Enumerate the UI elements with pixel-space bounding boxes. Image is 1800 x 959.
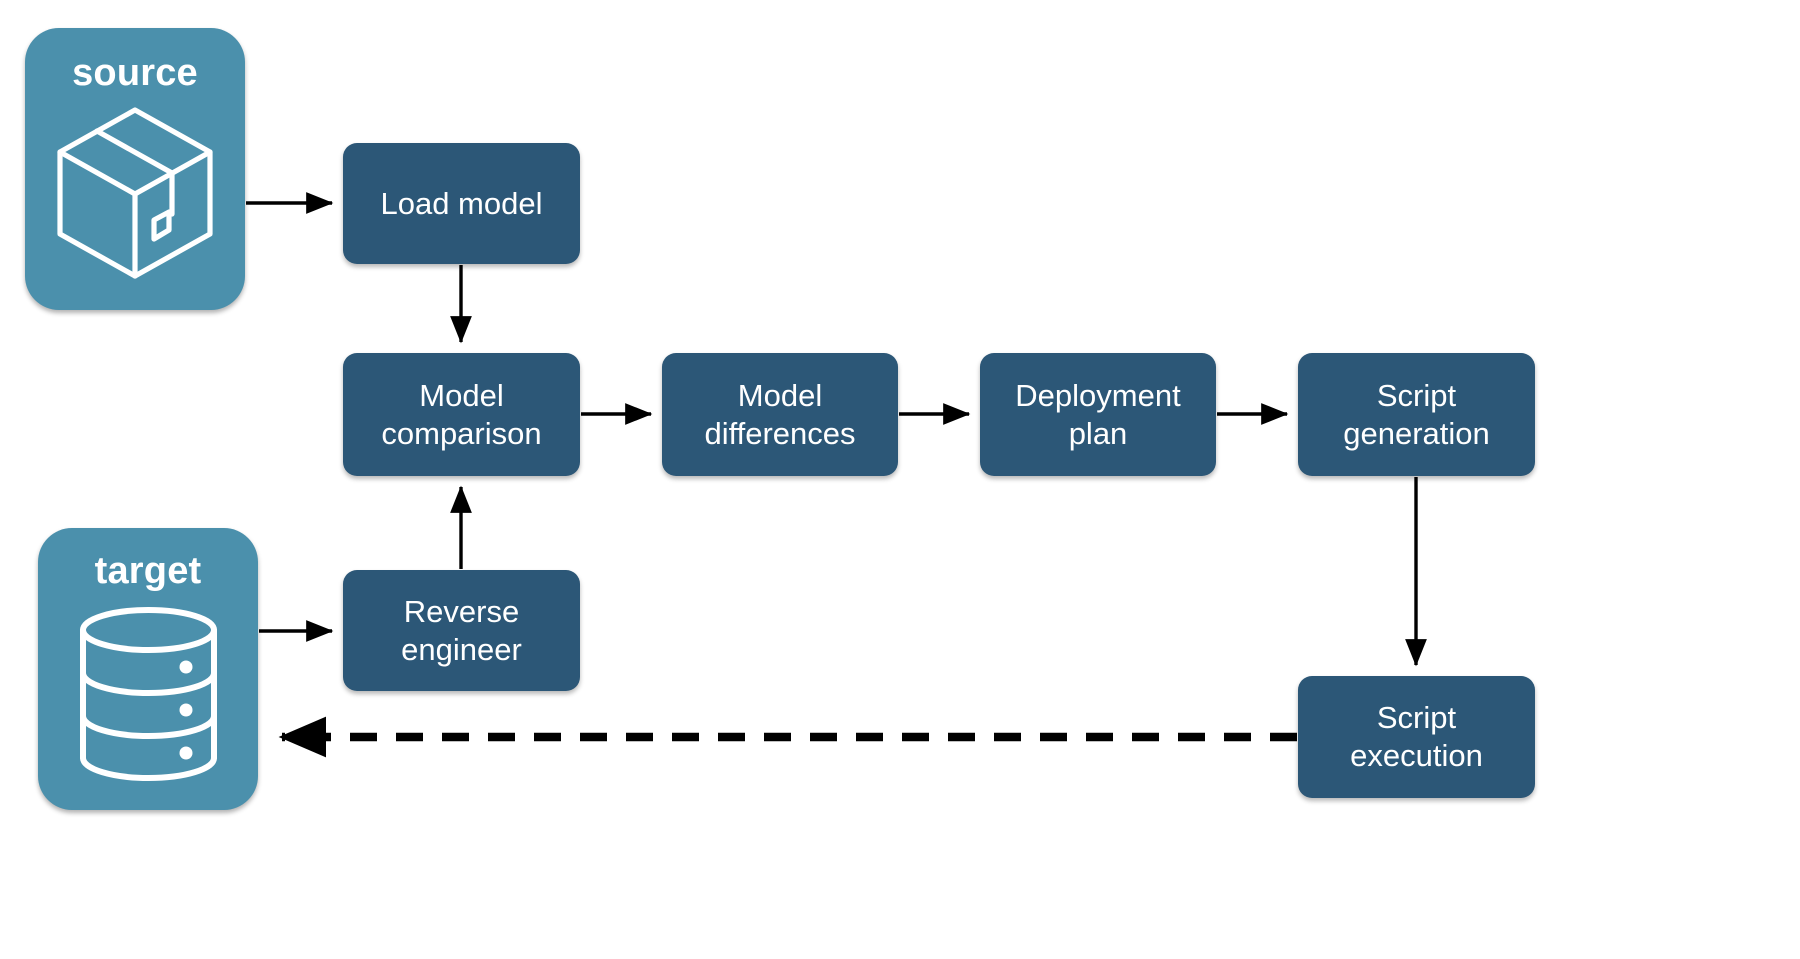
package-box-icon [57, 107, 213, 279]
node-load-model-label: Load model [380, 185, 543, 221]
endpoint-source-label: source [72, 52, 198, 94]
node-script-generation-label: Script generation [1343, 377, 1490, 451]
node-script-execution-label: Script execution [1350, 700, 1483, 773]
endpoint-source[interactable]: source [25, 28, 245, 310]
node-script-execution[interactable]: Script execution [1298, 676, 1535, 798]
node-model-differences[interactable]: Model differences [662, 353, 898, 476]
node-reverse-engineer[interactable]: Reverse engineer [343, 570, 580, 691]
node-model-comparison[interactable]: Model comparison [343, 353, 580, 476]
database-cylinder-icon [79, 607, 217, 781]
endpoint-target-label: target [94, 550, 202, 592]
node-reverse-engineer-label: Reverse engineer [401, 593, 522, 667]
node-model-comparison-label: Model comparison [381, 377, 542, 451]
node-model-differences-label: Model differences [704, 377, 856, 451]
endpoint-target[interactable]: target [38, 528, 258, 810]
node-load-model[interactable]: Load model [343, 143, 580, 264]
node-script-generation[interactable]: Script generation [1298, 353, 1535, 476]
node-deployment-plan-label: Deployment plan [1015, 377, 1181, 451]
node-deployment-plan[interactable]: Deployment plan [980, 353, 1216, 476]
